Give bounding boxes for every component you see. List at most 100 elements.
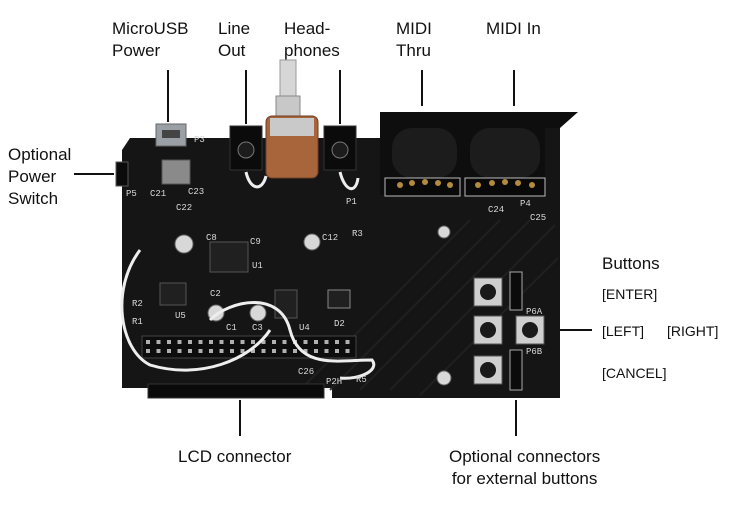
header-pin xyxy=(335,340,339,344)
header-pin xyxy=(198,349,203,353)
external-button-header-b xyxy=(509,349,523,391)
header-pin xyxy=(219,349,224,353)
silk-c21: C21 xyxy=(150,189,166,199)
header-pin xyxy=(167,340,171,344)
header-pin xyxy=(261,349,266,353)
label-buttons: Buttons xyxy=(602,254,660,273)
leader-lineout xyxy=(245,70,247,124)
header-pin xyxy=(230,349,234,353)
silk-c8: C8 xyxy=(206,233,217,243)
chip-u1 xyxy=(209,241,249,273)
header-pin xyxy=(335,349,339,353)
header-pin xyxy=(251,349,255,353)
silk-c9: C9 xyxy=(250,237,261,247)
silk-u5: U5 xyxy=(175,311,186,321)
header-pin xyxy=(303,349,308,353)
silk-r5: R5 xyxy=(356,375,367,385)
silk-r3: R3 xyxy=(352,229,363,239)
midi-connector-housing xyxy=(380,112,578,197)
header-pin xyxy=(230,340,234,344)
header-pin xyxy=(209,349,213,353)
chip-u4 xyxy=(274,289,298,319)
label-headphones: Head- phones xyxy=(284,19,340,60)
header-pin xyxy=(188,340,192,344)
silk-c1: C1 xyxy=(226,323,237,333)
header-pin xyxy=(345,340,350,344)
header-pin xyxy=(167,349,171,353)
header-pin xyxy=(324,349,329,353)
white-wire-bottom xyxy=(208,301,376,380)
leader-midithru xyxy=(421,70,423,106)
header-pin xyxy=(314,340,318,344)
header-pin xyxy=(282,340,287,344)
leader-lcd xyxy=(239,400,241,436)
header-pin xyxy=(303,340,308,344)
leader-optional xyxy=(515,400,517,436)
label-line-out: Line Out xyxy=(218,19,251,60)
leader-buttons xyxy=(560,329,592,331)
header-pin xyxy=(240,349,245,353)
silk-u4: U4 xyxy=(299,323,310,333)
header-pin xyxy=(261,340,266,344)
lcd-connector-strip xyxy=(147,383,325,399)
silk-c24: C24 xyxy=(488,205,504,215)
header-pin xyxy=(251,340,255,344)
header-pin xyxy=(198,340,203,344)
line-out-jack xyxy=(229,125,263,171)
diode-d2 xyxy=(327,289,351,309)
silk-p1: P1 xyxy=(346,197,357,207)
header-pin xyxy=(156,340,161,344)
silk-c12: C12 xyxy=(322,233,338,243)
silk-c22: C22 xyxy=(176,203,192,213)
header-pin xyxy=(146,349,150,353)
button-cancel-switch xyxy=(473,355,503,385)
white-wire-jack-right xyxy=(338,171,360,190)
chip-u5 xyxy=(159,282,187,306)
label-midi-in: MIDI In xyxy=(486,19,541,38)
volume-potentiometer xyxy=(265,59,319,179)
header-pin xyxy=(314,349,318,353)
headphones-jack xyxy=(323,125,357,171)
silk-c2: C2 xyxy=(210,289,221,299)
header-pin xyxy=(146,340,150,344)
silk-c23: C23 xyxy=(188,187,204,197)
white-wire-jack-left xyxy=(244,171,268,189)
leader-midiin xyxy=(513,70,515,106)
header-pin xyxy=(209,340,213,344)
external-button-header-a xyxy=(509,271,523,311)
silk-d2: D2 xyxy=(334,319,345,329)
silk-c26: C26 xyxy=(298,367,314,377)
header-pin xyxy=(345,349,350,353)
header-pin xyxy=(272,349,276,353)
label-btn-enter: [ENTER] xyxy=(602,286,658,302)
button-right-switch xyxy=(515,315,545,345)
silk-p6b: P6B xyxy=(526,347,543,357)
header-pin xyxy=(177,340,182,344)
header-pin xyxy=(177,349,182,353)
pin-header-row xyxy=(141,335,357,359)
label-btn-cancel: [CANCEL] xyxy=(602,365,667,381)
header-pin xyxy=(272,340,276,344)
header-pin xyxy=(156,349,161,353)
header-pin xyxy=(188,349,192,353)
label-optional-connectors: Optional connectors for external buttons xyxy=(449,447,601,488)
label-midi-thru: MIDI Thru xyxy=(396,19,432,60)
silk-c25: C25 xyxy=(530,213,546,223)
silk-r1: R1 xyxy=(132,317,143,327)
label-btn-left: [LEFT] xyxy=(602,323,645,339)
leader-microusb xyxy=(167,70,169,122)
leader-power-switch xyxy=(74,173,114,175)
header-pin xyxy=(293,349,297,353)
label-lcd-connector: LCD connector xyxy=(178,447,292,466)
silk-p2h: P2H xyxy=(326,377,342,387)
silk-p4: P4 xyxy=(520,199,531,209)
button-left-switch xyxy=(473,315,503,345)
header-pin xyxy=(219,340,224,344)
label-btn-right: [RIGHT] xyxy=(667,323,719,339)
power-switch-header xyxy=(115,161,129,187)
inductor-c21 xyxy=(161,159,191,185)
button-enter-switch xyxy=(473,277,503,307)
silk-u1: U1 xyxy=(252,261,263,271)
header-pin xyxy=(282,349,287,353)
